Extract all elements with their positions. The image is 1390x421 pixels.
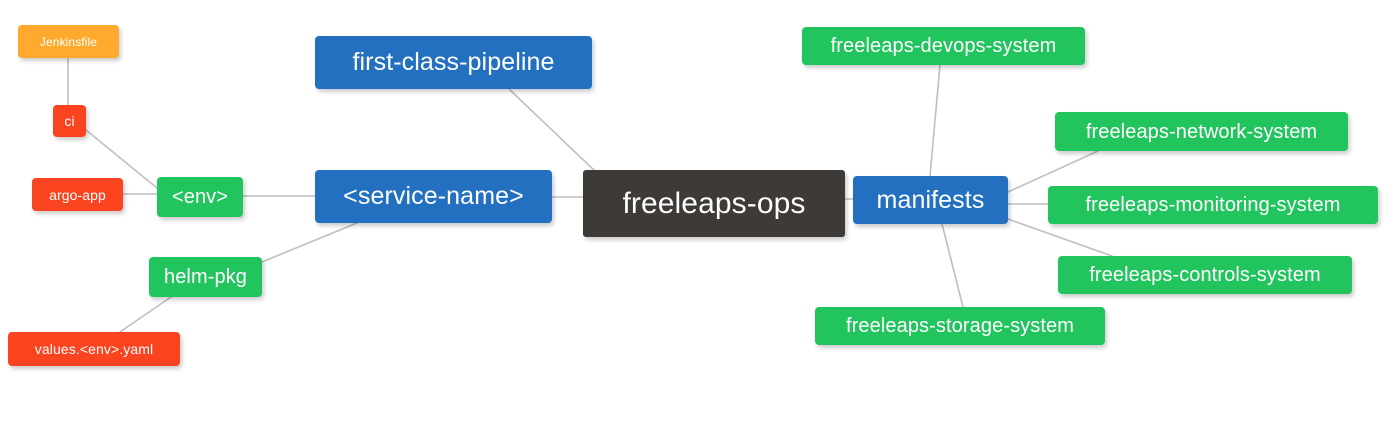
edge-env-ci bbox=[85, 129, 158, 189]
edge-man-controls bbox=[1007, 218, 1113, 257]
edge-man-network bbox=[1007, 150, 1099, 193]
mindmap-node-env[interactable]: <env> bbox=[157, 177, 243, 217]
mindmap-node-freeleaps-monitoring-system[interactable]: freeleaps-monitoring-system bbox=[1048, 186, 1378, 224]
mindmap-node-freeleaps-network-system[interactable]: freeleaps-network-system bbox=[1055, 112, 1348, 151]
mindmap-node-service-name[interactable]: <service-name> bbox=[315, 170, 552, 223]
node-label-freeleaps-storage-system: freeleaps-storage-system bbox=[845, 315, 1075, 337]
node-label-values-env-yaml: values.<env>.yaml bbox=[34, 341, 154, 357]
node-label-freeleaps-monitoring-system: freeleaps-monitoring-system bbox=[1085, 194, 1341, 216]
node-label-jenkinsfile: Jenkinsfile bbox=[39, 34, 98, 49]
mindmap-node-jenkinsfile[interactable]: Jenkinsfile bbox=[18, 25, 119, 58]
mindmap-node-manifests[interactable]: manifests bbox=[853, 176, 1008, 224]
mindmap-node-freeleaps-controls-system[interactable]: freeleaps-controls-system bbox=[1058, 256, 1352, 294]
mindmap-node-helm-pkg[interactable]: helm-pkg bbox=[149, 257, 262, 297]
node-label-manifests: manifests bbox=[876, 185, 985, 214]
edge-ops-pipeline bbox=[508, 88, 598, 174]
node-label-first-class-pipeline: first-class-pipeline bbox=[352, 48, 555, 76]
edge-man-storage bbox=[941, 223, 964, 308]
mindmap-node-ci[interactable]: ci bbox=[53, 105, 86, 137]
node-label-service-name: <service-name> bbox=[343, 182, 524, 210]
mindmap-node-freeleaps-ops[interactable]: freeleaps-ops bbox=[583, 170, 845, 237]
node-label-argo-app: argo-app bbox=[49, 186, 106, 203]
edge-service-helm bbox=[261, 222, 358, 263]
node-label-freeleaps-network-system: freeleaps-network-system bbox=[1085, 120, 1318, 143]
mindmap-node-argo-app[interactable]: argo-app bbox=[32, 178, 123, 211]
mindmap-node-freeleaps-devops-system[interactable]: freeleaps-devops-system bbox=[802, 27, 1085, 65]
node-label-freeleaps-ops: freeleaps-ops bbox=[622, 186, 806, 220]
mindmap-node-first-class-pipeline[interactable]: first-class-pipeline bbox=[315, 36, 592, 89]
node-label-freeleaps-controls-system: freeleaps-controls-system bbox=[1089, 264, 1321, 286]
mindmap-node-values-env-yaml[interactable]: values.<env>.yaml bbox=[8, 332, 180, 366]
node-label-freeleaps-devops-system: freeleaps-devops-system bbox=[830, 35, 1057, 57]
mindmap-node-freeleaps-storage-system[interactable]: freeleaps-storage-system bbox=[815, 307, 1105, 345]
node-label-env: <env> bbox=[171, 186, 229, 208]
edge-man-devops bbox=[929, 64, 941, 177]
node-label-ci: ci bbox=[64, 113, 75, 129]
node-label-helm-pkg: helm-pkg bbox=[163, 266, 248, 288]
edge-helm-values bbox=[119, 296, 172, 333]
